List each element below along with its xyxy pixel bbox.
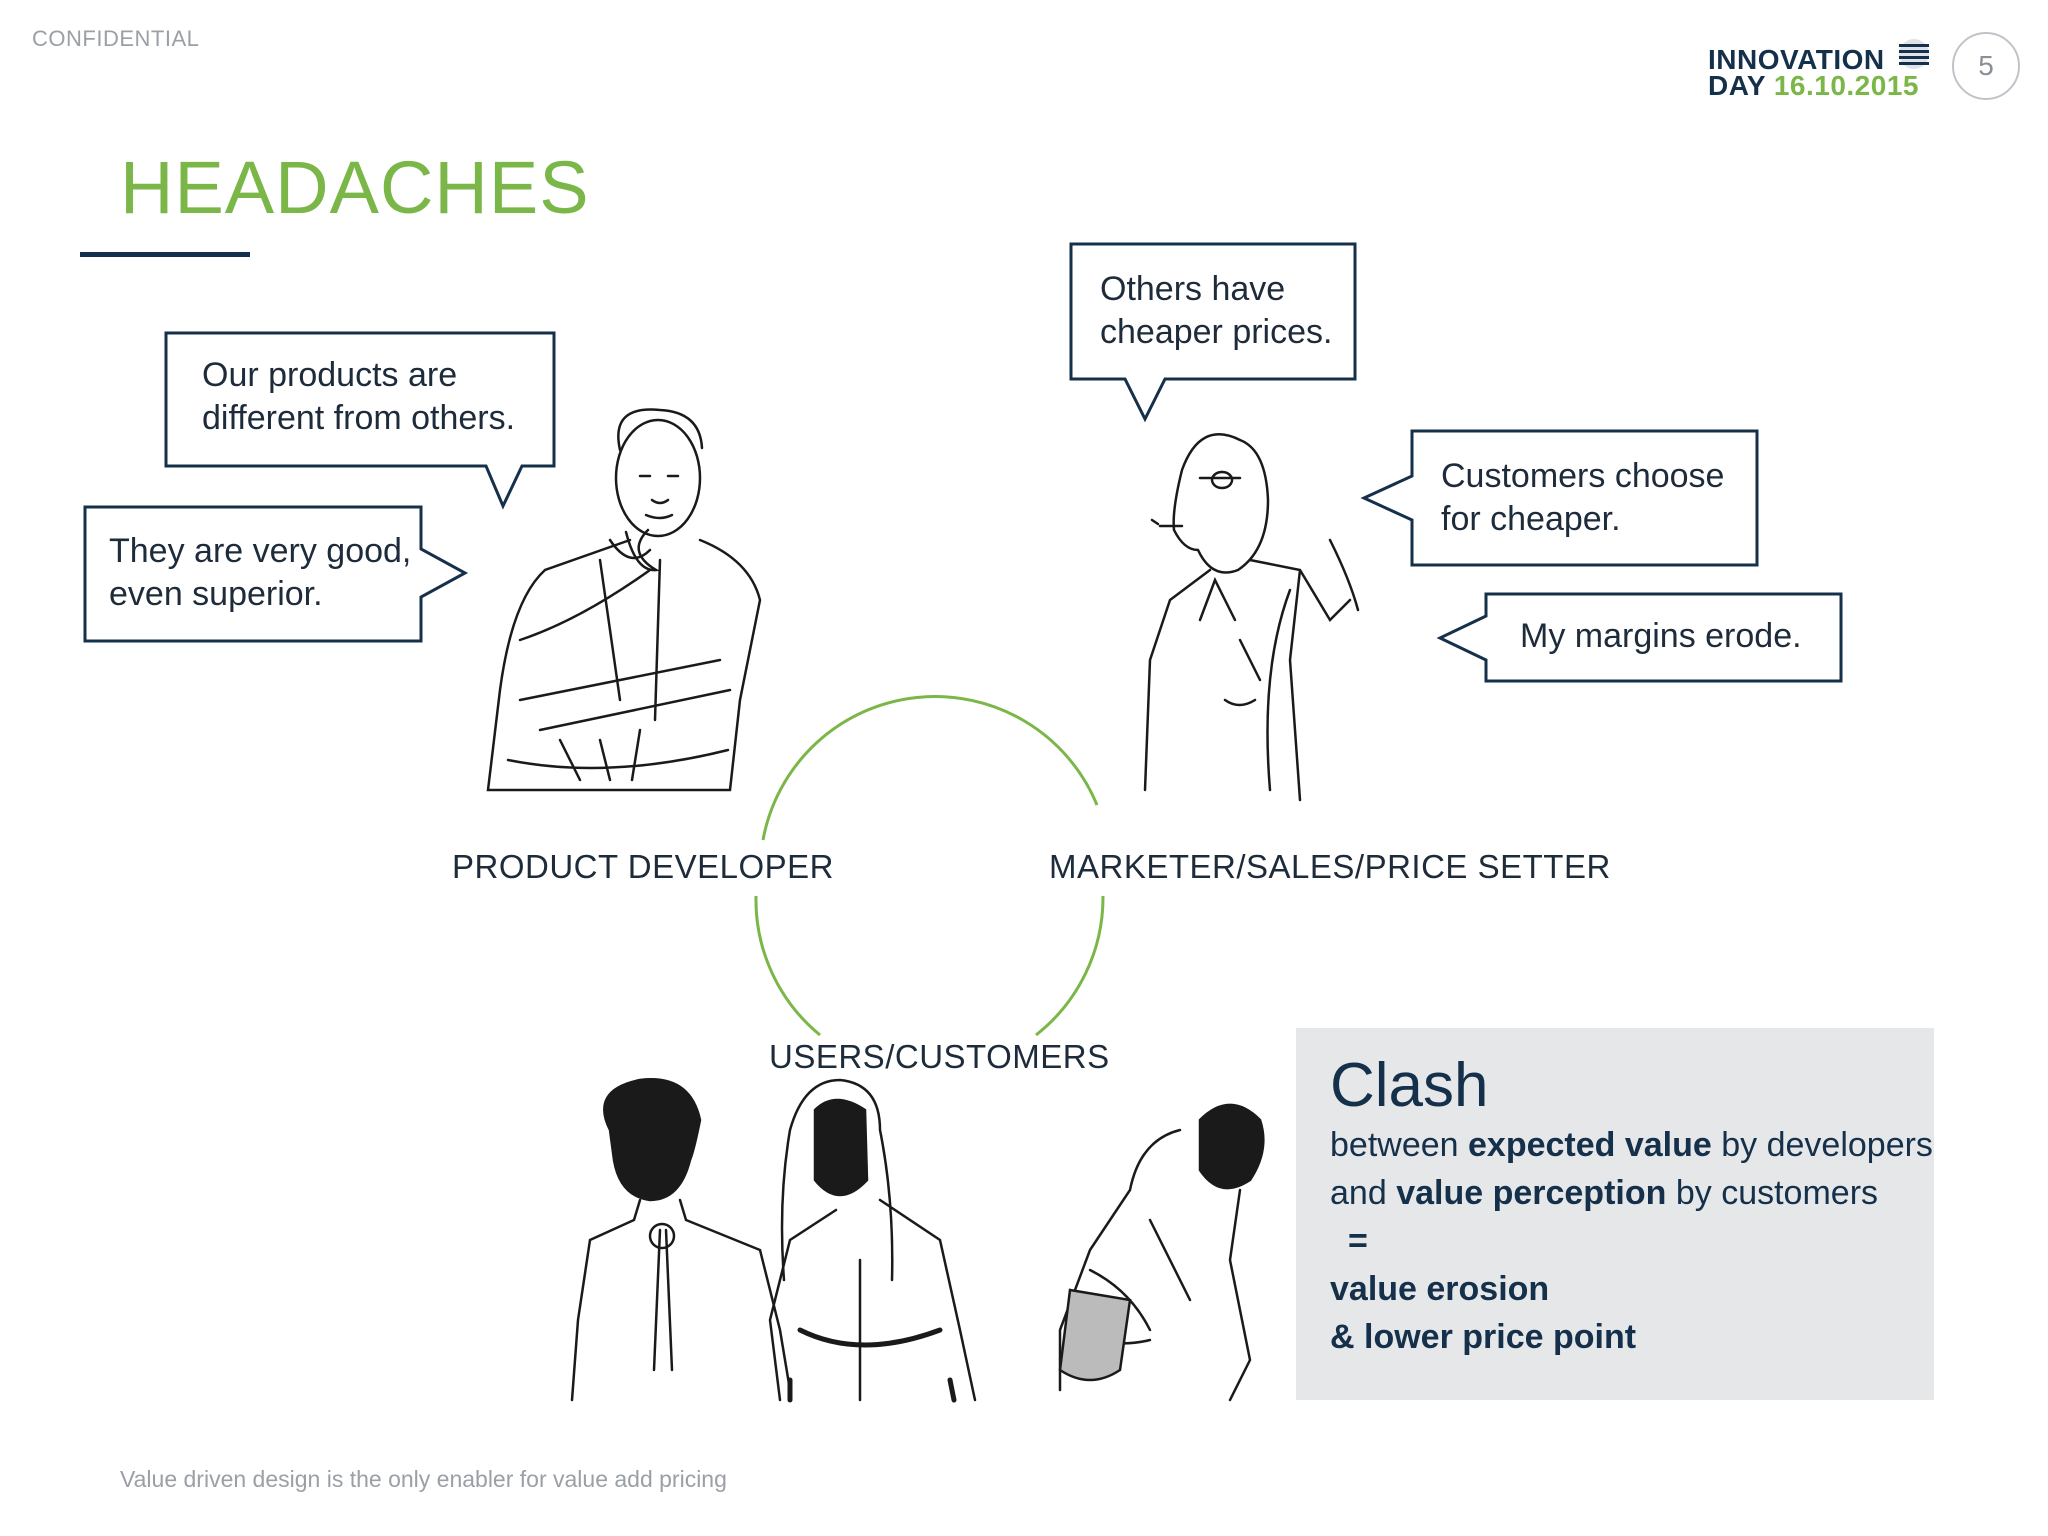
clash-title: Clash	[1330, 1051, 1489, 1120]
bubble-line: different from others.	[202, 399, 516, 437]
text-bold: expected value	[1468, 1126, 1712, 1164]
role-label-users: USERS/CUSTOMERS	[769, 1038, 1110, 1075]
text-bold: value perception	[1396, 1174, 1667, 1212]
logo-day: DAY	[1708, 70, 1766, 101]
bubble-text-margins: My margins erode.	[1520, 615, 1802, 658]
logo-line1: INNOVATION	[1708, 44, 1885, 75]
bubble-cheaper-prices	[1069, 242, 1357, 423]
clash-result-1: value erosion	[1330, 1270, 1550, 1308]
bubble-line: My margins erode.	[1520, 617, 1802, 655]
clash-line-2: and value perception by customers	[1330, 1174, 1878, 1213]
relationship-circle-top	[761, 695, 1099, 841]
bubble-line: They are very good,	[109, 532, 412, 570]
text-span: by customers	[1666, 1174, 1879, 1212]
text-span: by developers	[1711, 1126, 1933, 1164]
globe-icon	[1899, 39, 1929, 69]
bubble-line: for cheaper.	[1441, 500, 1621, 538]
text-span: and	[1330, 1174, 1397, 1212]
bubble-text-very-good: They are very good, even superior.	[109, 530, 411, 616]
customer-figure-2	[768, 1078, 977, 1403]
role-label-developer: PRODUCT DEVELOPER	[452, 848, 834, 885]
logo-line2: DAY 16.10.2015	[1708, 70, 1919, 102]
text-span: between	[1330, 1126, 1468, 1164]
page-title: HEADACHES	[120, 146, 590, 229]
confidential-label: CONFIDENTIAL	[32, 26, 200, 51]
clash-result-2: & lower price point	[1330, 1318, 1637, 1356]
bubble-text-cheaper-prices: Others have cheaper prices.	[1100, 268, 1332, 354]
title-underline	[80, 252, 250, 257]
customer-figure-1	[570, 1078, 792, 1402]
bubble-line: Our products are	[202, 356, 458, 394]
marketer-figure	[1143, 433, 1360, 802]
bubble-customers-choose	[1360, 429, 1759, 567]
bubble-margins	[1436, 592, 1843, 683]
slide-number: 5	[1952, 32, 2020, 100]
bubble-text-products-different: Our products are different from others.	[202, 354, 515, 440]
bubble-line: cheaper prices.	[1100, 313, 1333, 351]
bubble-line: Customers choose	[1441, 457, 1725, 495]
bubble-text-customers-choose: Customers choose for cheaper.	[1441, 455, 1724, 541]
relationship-circle-right	[1035, 895, 1105, 1037]
bubble-line: even superior.	[109, 575, 323, 613]
innovation-day-logo: INNOVATION DAY 16.10.2015	[1708, 39, 1938, 102]
customer-figure-3	[1058, 1103, 1265, 1402]
bubble-products-different	[164, 331, 556, 510]
clash-line-1: between expected value by developers	[1330, 1126, 1933, 1165]
footer-note: Value driven design is the only enabler …	[120, 1466, 727, 1492]
relationship-circle-left	[754, 895, 821, 1037]
role-label-marketer: MARKETER/SALES/PRICE SETTER	[1049, 848, 1611, 885]
logo-date: 16.10.2015	[1773, 70, 1919, 101]
clash-box: Clash between expected value by develope…	[1296, 1028, 1934, 1400]
bubble-very-good	[83, 505, 469, 643]
product-developer-figure	[486, 408, 762, 792]
bubble-line: Others have	[1100, 270, 1286, 308]
clash-equals: =	[1348, 1222, 1368, 1260]
